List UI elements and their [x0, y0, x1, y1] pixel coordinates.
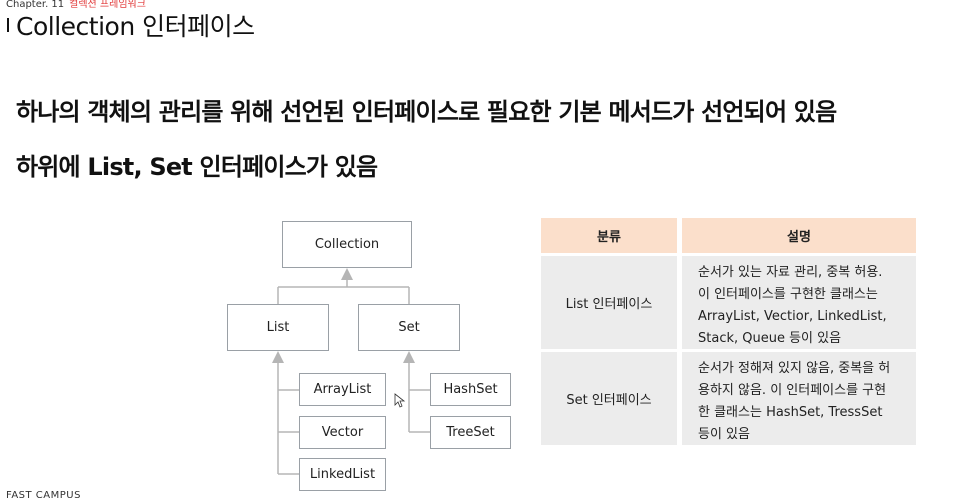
- table-header-category: 분류: [541, 218, 677, 253]
- desc-line: 등이 있음: [698, 427, 750, 442]
- chapter-label: Chapter. 11 컬렉션 프레임워크: [6, 0, 146, 10]
- table-header-description: 설명: [682, 218, 916, 253]
- node-collection: Collection: [282, 221, 412, 268]
- node-set: Set: [358, 304, 460, 351]
- chapter-subtitle: 컬렉션 프레임워크: [69, 0, 146, 10]
- node-vector: Vector: [299, 416, 386, 449]
- node-treeset: TreeSet: [430, 416, 511, 449]
- node-hashset: HashSet: [430, 373, 511, 406]
- node-list: List: [227, 304, 329, 351]
- desc-line: 순서가 정해져 있지 않음, 중복을 허: [698, 361, 891, 376]
- page-title: Collection 인터페이스: [16, 12, 255, 41]
- node-arraylist: ArrayList: [299, 373, 386, 406]
- chapter-number: Chapter. 11: [6, 0, 65, 10]
- desc-line: 이 인터페이스를 구현한 클래스는: [698, 287, 878, 302]
- table-row-list-description: 순서가 있는 자료 관리, 중복 허용. 이 인터페이스를 구현한 클래스는 A…: [682, 256, 916, 349]
- desc-line: ArrayList, Vectior, LinkedList,: [698, 309, 887, 324]
- desc-line: 순서가 있는 자료 관리, 중복 허용.: [698, 265, 883, 280]
- title-marker: [7, 18, 9, 32]
- mouse-cursor-icon: [394, 393, 406, 408]
- desc-line: 한 클래스는 HashSet, TressSet: [698, 405, 883, 420]
- desc-line: 용하지 않음. 이 인터페이스를 구현: [698, 383, 887, 398]
- bullet-2: 하위에 List, Set 인터페이스가 있음: [16, 153, 378, 181]
- bullet-1: 하나의 객체의 관리를 위해 선언된 인터페이스로 필요한 기본 메서드가 선언…: [16, 98, 837, 126]
- table-row-set-description: 순서가 정해져 있지 않음, 중복을 허 용하지 않음. 이 인터페이스를 구현…: [682, 352, 916, 445]
- table-row-set-category: Set 인터페이스: [541, 352, 677, 445]
- table-row-list-category: List 인터페이스: [541, 256, 677, 349]
- footer-brand: FAST CAMPUS: [6, 490, 81, 501]
- node-linkedlist: LinkedList: [299, 458, 386, 491]
- desc-line: Stack, Queue 등이 있음: [698, 331, 842, 346]
